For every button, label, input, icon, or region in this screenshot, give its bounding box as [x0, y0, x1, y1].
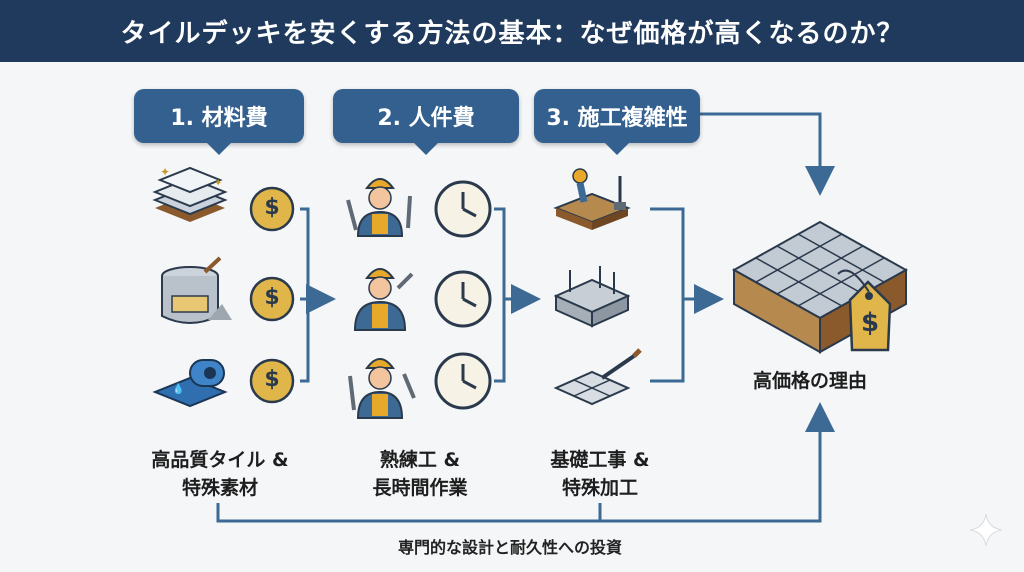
coin-symbol: $	[264, 367, 280, 392]
category-labor: 2. 人件費	[333, 89, 519, 155]
tile-cutting-icon	[553, 348, 642, 406]
coin-symbol: $	[264, 285, 280, 310]
bottom-label: 専門的な設計と耐久性への投資	[397, 538, 622, 557]
clock-icon	[434, 270, 492, 328]
tile-stack-icon: ✦ ✦	[152, 165, 228, 222]
worker-with-tools-icon	[346, 178, 412, 237]
mortar-bucket-icon	[161, 256, 232, 324]
connector-lines	[216, 112, 835, 523]
clock-icons	[434, 180, 492, 410]
excavation-worker-icon	[553, 168, 631, 230]
construction-label: 基礎工事 & 特殊加工	[550, 449, 650, 499]
price-tag-icon	[837, 269, 892, 352]
category-construction: 3. 施工複雑性	[534, 89, 700, 155]
worker-icon	[353, 268, 414, 331]
membrane-roll-icon: 💧	[152, 359, 228, 408]
result-label: 高価格の理由	[752, 370, 867, 392]
labor-label: 熟練工 & 長時間作業	[372, 449, 468, 499]
category-materials: 1. 材料費	[134, 89, 304, 155]
worker-with-wrench-icon	[348, 358, 416, 419]
svg-text:💧: 💧	[172, 382, 184, 395]
svg-text:✦: ✦	[160, 165, 170, 179]
page-title: タイルデッキを安くする方法の基本：なぜ価格が高くなるのか？	[0, 0, 1024, 62]
tag-symbol: $	[860, 308, 880, 338]
svg-text:✦: ✦	[214, 178, 222, 189]
foundation-slab-icon	[553, 266, 631, 328]
clock-icon	[434, 352, 492, 410]
sparkle-icon	[969, 513, 1003, 547]
coin-symbol: $	[264, 195, 280, 220]
coin-icons	[249, 186, 295, 404]
worker-icons	[346, 178, 416, 419]
materials-label: 高品質タイル & 特殊素材	[151, 449, 289, 499]
clock-icon	[434, 180, 492, 238]
